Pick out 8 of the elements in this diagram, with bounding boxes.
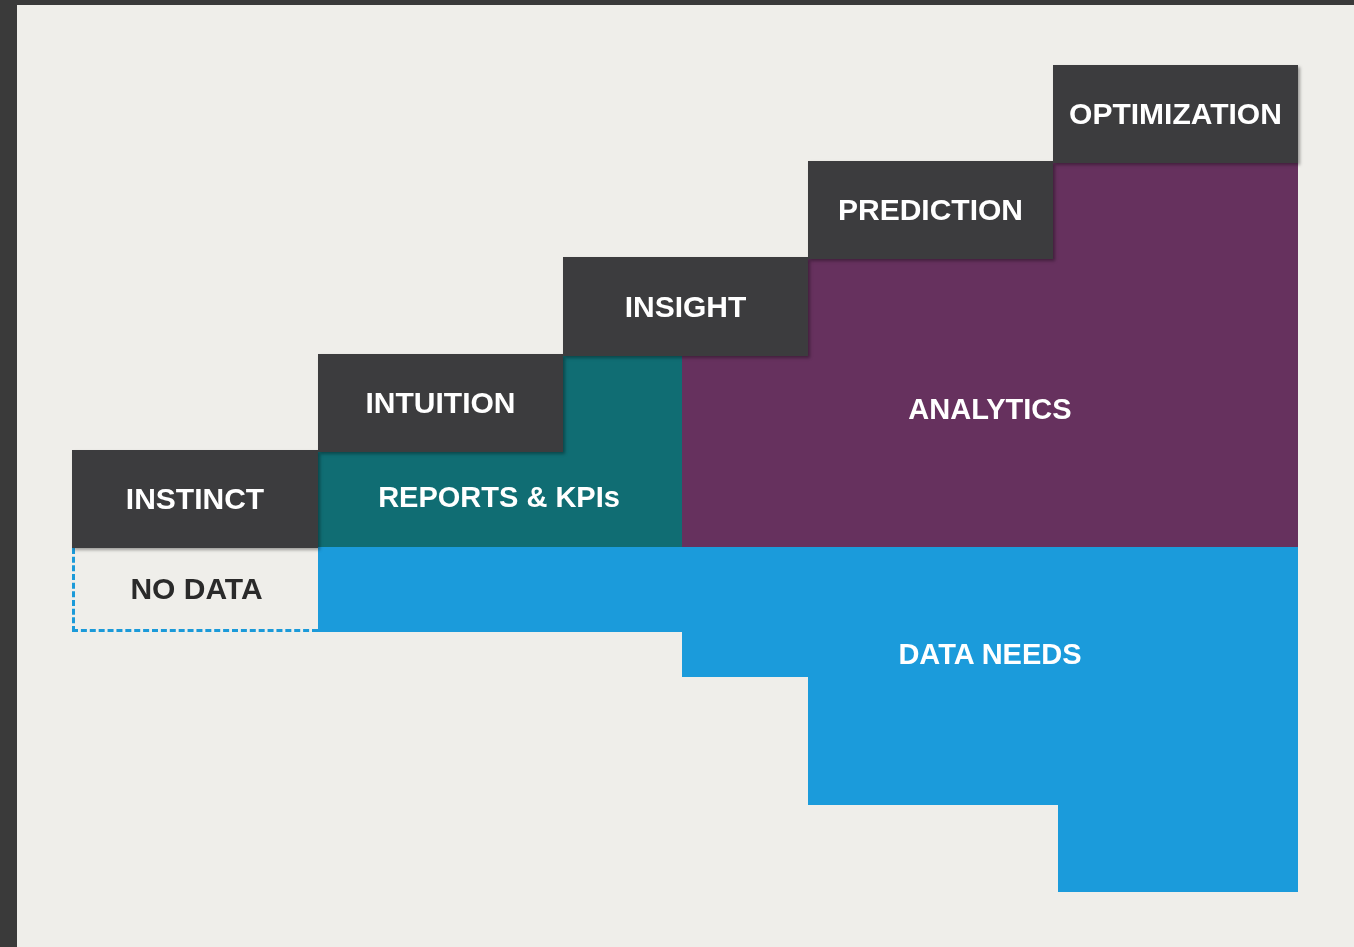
area-label: DATA NEEDS	[898, 637, 1082, 671]
area-label: ANALYTICS	[908, 392, 1072, 426]
step-box: INSTINCT	[72, 450, 318, 548]
step-box: INSIGHT	[563, 257, 808, 356]
step-box: PREDICTION	[808, 161, 1053, 259]
step-box: INTUITION	[318, 354, 563, 452]
step-box: OPTIMIZATION	[1053, 65, 1298, 163]
area-label: REPORTS & KPIs	[378, 480, 620, 514]
